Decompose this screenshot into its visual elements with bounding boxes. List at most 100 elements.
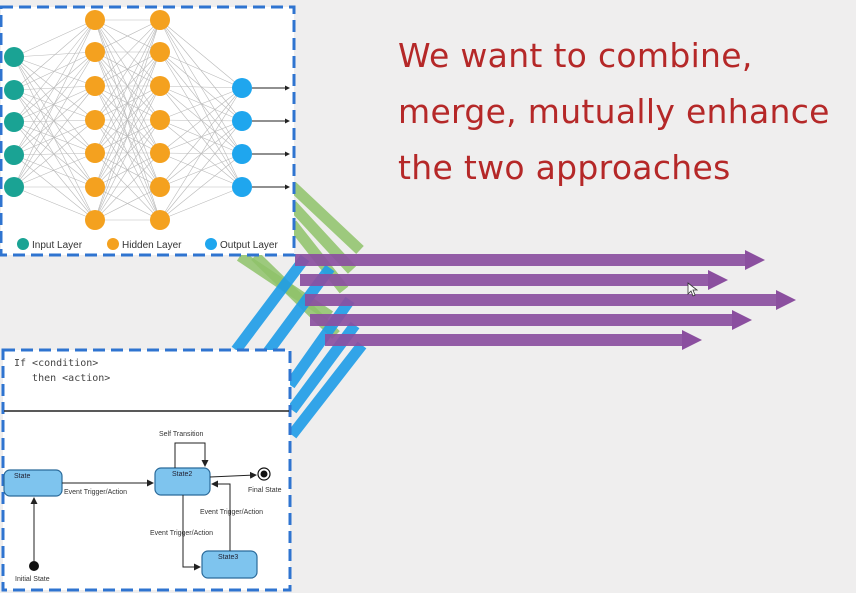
nn-edge [94, 19, 161, 121]
nn-edge [159, 51, 243, 89]
merged-arrow-shaft [310, 314, 732, 326]
nn-connections [13, 19, 243, 221]
nn-nodes [4, 10, 252, 230]
merge-streams [231, 181, 796, 439]
nn-edge [94, 152, 161, 221]
blue-stream [287, 341, 367, 439]
merged-arrow-shaft [325, 334, 682, 346]
nn-edge [159, 85, 243, 155]
neural-network-panel: Input Layer Hidden Layer Output Layer [0, 5, 296, 257]
hidden-node [150, 210, 170, 230]
input-node [4, 80, 24, 100]
nn-edge [13, 152, 96, 156]
nn-edge [13, 152, 96, 188]
nn-edge [13, 51, 96, 58]
mouse-cursor-icon [687, 282, 699, 297]
nn-output-arrows [252, 85, 290, 190]
hidden-node [150, 10, 170, 30]
nn-edge [159, 87, 243, 121]
initial-state-label: Initial State [15, 576, 50, 583]
rule-code-line-2: then <action> [14, 373, 110, 384]
hidden-node [150, 42, 170, 62]
state-box-1 [3, 469, 63, 497]
nn-edge [94, 19, 161, 87]
nn-edge [159, 19, 243, 89]
input-node [4, 145, 24, 165]
final-transition [209, 471, 257, 479]
nn-edge [159, 186, 243, 221]
transition-2-line [182, 495, 201, 571]
nn-edge [13, 19, 96, 58]
nn-edge [159, 87, 243, 188]
nn-edge [159, 87, 243, 221]
nn-legend: Input Layer Hidden Layer Output Layer [17, 238, 278, 251]
legend-output-dot [205, 238, 217, 250]
merged-arrow-shaft [305, 294, 776, 306]
transition-3-line [211, 480, 231, 551]
nn-edge [13, 119, 96, 188]
nn-edge [13, 89, 96, 154]
nn-edge [13, 186, 96, 221]
self-transition-label: Self Transition [159, 431, 203, 438]
headline-line-3: the two approaches [398, 148, 731, 187]
nn-edge [13, 85, 96, 156]
merged-arrow-shaft [295, 254, 745, 266]
headline-line-2: merge, mutually enhance [398, 92, 830, 131]
output-node [232, 144, 252, 164]
output-node [232, 111, 252, 131]
nn-edge [13, 119, 96, 156]
nn-edge [13, 19, 96, 91]
state-label-3: State3 [218, 554, 238, 561]
nn-edge [94, 19, 161, 154]
rule-code-line-1: If <condition> [14, 358, 98, 369]
output-node [232, 177, 252, 197]
final-state-dot [260, 470, 268, 478]
transition-3-label: Event Trigger/Action [200, 509, 263, 516]
hidden-node [150, 143, 170, 163]
merged-arrow-head [682, 330, 702, 350]
nn-edge [13, 56, 96, 121]
nn-edge [13, 119, 96, 123]
nn-edge [94, 19, 161, 221]
nn-edge [94, 85, 161, 221]
nn-edge [94, 51, 161, 221]
hidden-node [150, 76, 170, 96]
initial-state-dot [29, 561, 39, 571]
legend-output-label: Output Layer [220, 240, 278, 251]
output-node [232, 78, 252, 98]
merged-arrow-head [745, 250, 765, 270]
hidden-node [85, 10, 105, 30]
state-label-2: State2 [172, 471, 192, 478]
nn-edge [13, 19, 96, 188]
blue-stream [231, 254, 310, 354]
nn-edge [13, 85, 96, 188]
nn-edge [159, 85, 243, 89]
headline: We want to combine, merge, mutually enha… [398, 28, 838, 196]
hidden-node [85, 143, 105, 163]
merged-arrow-head [776, 290, 796, 310]
output-arrow-head [285, 151, 290, 157]
headline-line-1: We want to combine, [398, 36, 753, 75]
nn-edge [159, 85, 243, 188]
input-node [4, 47, 24, 67]
nn-edge [13, 154, 96, 221]
nn-edge [94, 51, 161, 154]
legend-input-dot [17, 238, 29, 250]
nn-edge [13, 89, 96, 221]
self-transition-line [174, 442, 209, 468]
hidden-node [150, 110, 170, 130]
nn-frame [0, 5, 296, 257]
nn-edge [159, 152, 243, 188]
input-node [4, 112, 24, 132]
nn-edge [159, 120, 243, 221]
state-label-1: State [14, 473, 30, 480]
merged-arrow-head [708, 270, 728, 290]
nn-edge [13, 89, 96, 121]
nn-edge [94, 186, 161, 221]
output-arrow-head [285, 184, 290, 190]
hidden-node [85, 210, 105, 230]
input-node [4, 177, 24, 197]
legend-hidden-label: Hidden Layer [122, 240, 182, 251]
nn-edge [159, 120, 243, 154]
